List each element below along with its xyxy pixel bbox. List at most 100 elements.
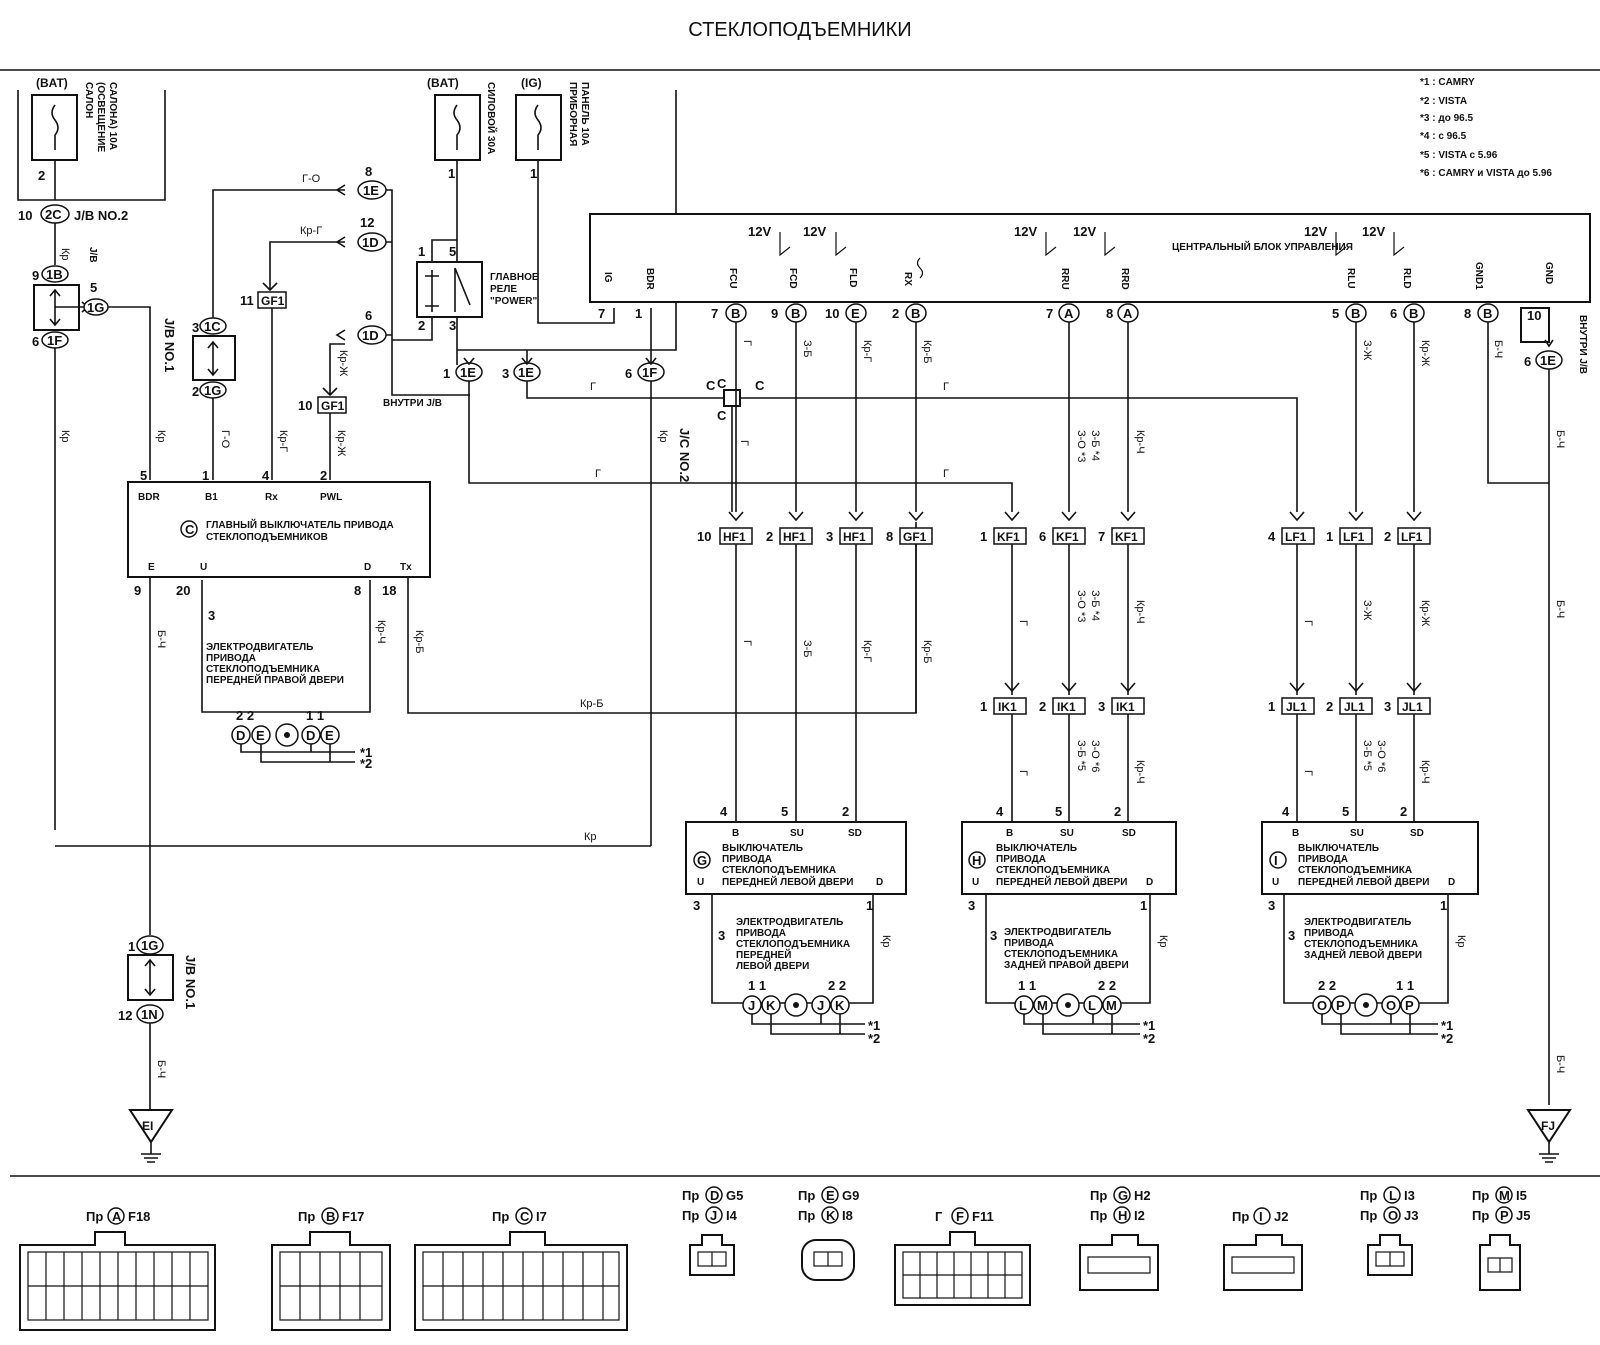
svg-text:IK1: IK1 <box>998 700 1017 714</box>
svg-text:Г: Г <box>595 468 601 480</box>
svg-text:Кр-Ж: Кр-Ж <box>335 430 347 456</box>
svg-text:B: B <box>732 828 739 839</box>
svg-text:1N: 1N <box>141 1007 158 1022</box>
svg-text:B: B <box>791 306 800 321</box>
svg-text:O: O <box>1317 998 1327 1013</box>
svg-text:4: 4 <box>1268 529 1276 544</box>
svg-text:Пр: Пр <box>1472 1208 1489 1223</box>
svg-text:2: 2 <box>766 529 773 544</box>
svg-text:Кр-Ч: Кр-Ч <box>375 620 387 644</box>
svg-text:Пр: Пр <box>682 1188 699 1203</box>
svg-text:1 1: 1 1 <box>1396 978 1414 993</box>
jb-label: J/B NO.2 <box>74 208 128 223</box>
svg-text:3: 3 <box>192 320 199 335</box>
svg-text:*2: *2 <box>1441 1031 1453 1046</box>
svg-text:З-Б *5: З-Б *5 <box>1075 740 1087 771</box>
svg-text:9: 9 <box>32 268 39 283</box>
svg-text:SU: SU <box>1350 828 1364 839</box>
svg-text:8: 8 <box>886 529 893 544</box>
svg-text:SU: SU <box>1060 828 1074 839</box>
svg-text:2: 2 <box>418 318 425 333</box>
svg-text:1F: 1F <box>642 365 657 380</box>
svg-text:1D: 1D <box>362 235 379 250</box>
svg-text:BDR: BDR <box>138 492 160 503</box>
svg-text:2C: 2C <box>45 207 62 222</box>
svg-text:RX: RX <box>902 272 913 286</box>
svg-text:11: 11 <box>240 293 254 308</box>
svg-text:Г: Г <box>741 340 753 346</box>
svg-text:2 2: 2 2 <box>1098 978 1116 993</box>
svg-text:ВЫКЛЮЧАТЕЛЬ: ВЫКЛЮЧАТЕЛЬ <box>1298 843 1379 854</box>
svg-text:1: 1 <box>530 166 537 181</box>
svg-text:FCU: FCU <box>727 268 738 289</box>
svg-text:G: G <box>1118 1188 1128 1203</box>
legend-item: *5 : VISTA с 5.96 <box>1420 150 1498 161</box>
legend-item: *4 : с 96.5 <box>1420 131 1467 142</box>
svg-text:3: 3 <box>968 898 975 913</box>
svg-text:*1: *1 <box>1143 1018 1155 1033</box>
svg-text:Кр-Ч: Кр-Ч <box>1134 600 1146 624</box>
svg-text:D: D <box>236 728 245 743</box>
svg-text:ПРИВОДА: ПРИВОДА <box>722 854 772 865</box>
svg-text:B: B <box>1351 306 1360 321</box>
svg-text:4: 4 <box>996 804 1004 819</box>
svg-text:2: 2 <box>192 384 199 399</box>
svg-text:6: 6 <box>1390 306 1397 321</box>
svg-text:1: 1 <box>1140 898 1147 913</box>
svg-text:1F: 1F <box>47 333 62 348</box>
svg-text:7: 7 <box>598 306 605 321</box>
svg-text:1 1: 1 1 <box>1018 978 1036 993</box>
svg-text:Кр: Кр <box>155 430 167 443</box>
svg-text:U: U <box>697 877 704 888</box>
svg-text:9: 9 <box>134 583 141 598</box>
svg-text:12V: 12V <box>1362 224 1385 239</box>
diagram-title: СТЕКЛОПОДЪЕМНИКИ <box>688 19 911 41</box>
svg-text:I5: I5 <box>1516 1188 1527 1203</box>
motor-rear-right: 3 Кр ЭЛЕКТРОДВИГАТЕЛЬ ПРИВОДА СТЕКЛОПОДЪ… <box>985 894 1169 1046</box>
svg-text:RRU: RRU <box>1059 268 1070 290</box>
svg-text:GF1: GF1 <box>903 530 927 544</box>
svg-text:10: 10 <box>298 398 312 413</box>
central-control-unit: ЦЕНТРАЛЬНЫЙ БЛОК УПРАВЛЕНИЯ IG BDR FCU F… <box>589 213 1591 343</box>
svg-text:*2: *2 <box>360 756 372 771</box>
svg-text:(BAT): (BAT) <box>427 76 459 90</box>
svg-text:P: P <box>1336 998 1345 1013</box>
svg-text:ВЫКЛЮЧАТЕЛЬ: ВЫКЛЮЧАТЕЛЬ <box>722 843 803 854</box>
svg-text:Кр: Кр <box>657 430 669 443</box>
svg-text:Г: Г <box>1017 620 1029 626</box>
svg-text:Г: Г <box>1017 770 1029 776</box>
svg-text:Кр-Ч: Кр-Ч <box>1134 430 1146 454</box>
svg-text:1: 1 <box>635 306 642 321</box>
svg-text:2: 2 <box>892 306 899 321</box>
svg-text:I8: I8 <box>842 1208 853 1223</box>
svg-text:12: 12 <box>118 1008 132 1023</box>
svg-text:J: J <box>710 1208 717 1223</box>
svg-text:3: 3 <box>990 928 997 943</box>
svg-text:ЭЛЕКТРОДВИГАТЕЛЬ: ЭЛЕКТРОДВИГАТЕЛЬ <box>1304 917 1411 928</box>
inside-jb-lower: 1 1E 3 1E 6 1F <box>443 357 665 382</box>
svg-text:L: L <box>1389 1188 1397 1203</box>
svg-text:Кр-Б: Кр-Б <box>921 340 933 363</box>
svg-text:1G: 1G <box>204 383 221 398</box>
svg-text:EI: EI <box>142 1119 153 1133</box>
svg-text:Г: Г <box>590 381 596 393</box>
svg-text:2 2: 2 2 <box>1318 978 1336 993</box>
svg-text:Б-Ч: Б-Ч <box>1554 1055 1566 1073</box>
svg-text:B: B <box>1292 828 1299 839</box>
svg-text:1C: 1C <box>204 319 221 334</box>
jb1-block-left: 9 1B 1F 6 1G 5 J/B <box>32 247 109 349</box>
svg-text:1: 1 <box>866 898 873 913</box>
svg-text:ЭЛЕКТРОДВИГАТЕЛЬ: ЭЛЕКТРОДВИГАТЕЛЬ <box>1004 927 1111 938</box>
svg-text:C: C <box>755 378 765 393</box>
svg-text:Б-Ч: Б-Ч <box>155 630 167 648</box>
svg-text:5: 5 <box>1342 804 1349 819</box>
svg-text:J/B NO.1: J/B NO.1 <box>183 955 198 1009</box>
svg-text:G9: G9 <box>842 1188 859 1203</box>
svg-text:3: 3 <box>449 318 456 333</box>
svg-text:1E: 1E <box>518 365 534 380</box>
svg-text:8: 8 <box>1106 306 1113 321</box>
svg-text:ВНУТРИ J/B: ВНУТРИ J/B <box>1577 315 1588 374</box>
svg-text:O: O <box>1388 1208 1398 1223</box>
